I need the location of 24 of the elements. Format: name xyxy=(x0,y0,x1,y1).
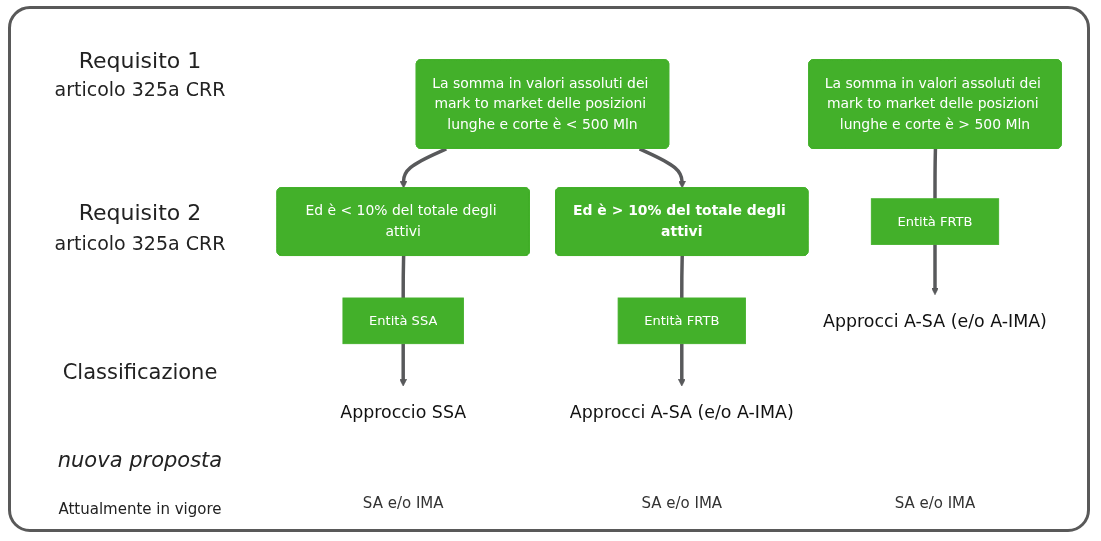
arrow xyxy=(677,343,686,387)
row-subheading: articolo 325a CRR xyxy=(53,78,227,100)
row-text: SA e/o IMA xyxy=(362,494,444,512)
row-text: SA e/o IMA xyxy=(641,494,723,512)
connector xyxy=(401,255,406,298)
connector xyxy=(933,148,938,199)
arrow xyxy=(931,244,939,296)
arrow xyxy=(638,147,686,189)
node-text: Approcci A-SA (e/o A-IMA) xyxy=(823,310,1047,332)
node-box: Entità SSA xyxy=(342,297,464,345)
row-heading: Requisito 1 xyxy=(77,48,203,73)
node-text: Approcci A-SA (e/o A-IMA) xyxy=(569,401,794,423)
connector xyxy=(680,255,684,298)
row-heading: Classificazione xyxy=(61,360,219,384)
row-text: SA e/o IMA xyxy=(894,494,976,512)
node-text: Approccio SSA xyxy=(340,401,467,423)
row-heading: nuova proposta xyxy=(56,448,224,472)
row-heading: Requisito 2 xyxy=(77,200,203,225)
node-box: Entità FRTB xyxy=(870,198,1000,245)
arrow xyxy=(399,343,408,387)
row-heading: Attualmente in vigore xyxy=(57,500,223,518)
arrow xyxy=(399,147,447,189)
row-subheading: articolo 325a CRR xyxy=(53,232,227,254)
node-box: Entità FRTB xyxy=(617,297,746,345)
